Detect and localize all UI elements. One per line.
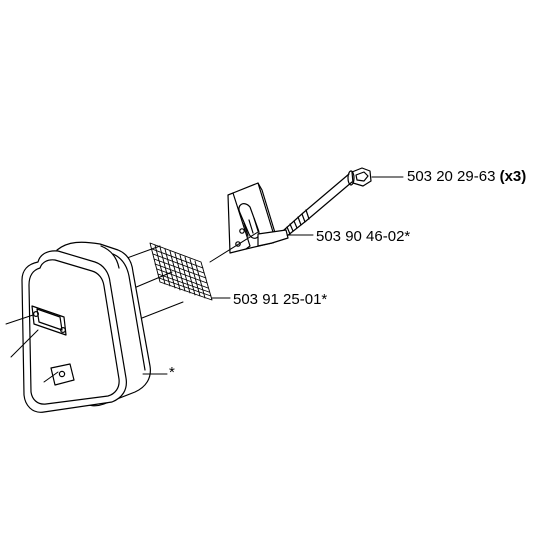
bolt-quantity: (x3) (499, 168, 527, 185)
muffler-note-label: * (169, 364, 175, 381)
plate-part-label: 503 90 46-02* (316, 228, 411, 245)
plate-part (227, 182, 314, 254)
screen-part (149, 242, 231, 301)
bolt-part (283, 167, 404, 237)
alignment-lines (126, 231, 259, 319)
bolt-part-number: 503 20 29-63 (407, 168, 496, 185)
bolt-part-label: 503 20 29-63 (x3) (407, 169, 526, 184)
screen-part-label: 503 91 25-01* (233, 291, 328, 308)
muffler-part (5, 241, 168, 413)
